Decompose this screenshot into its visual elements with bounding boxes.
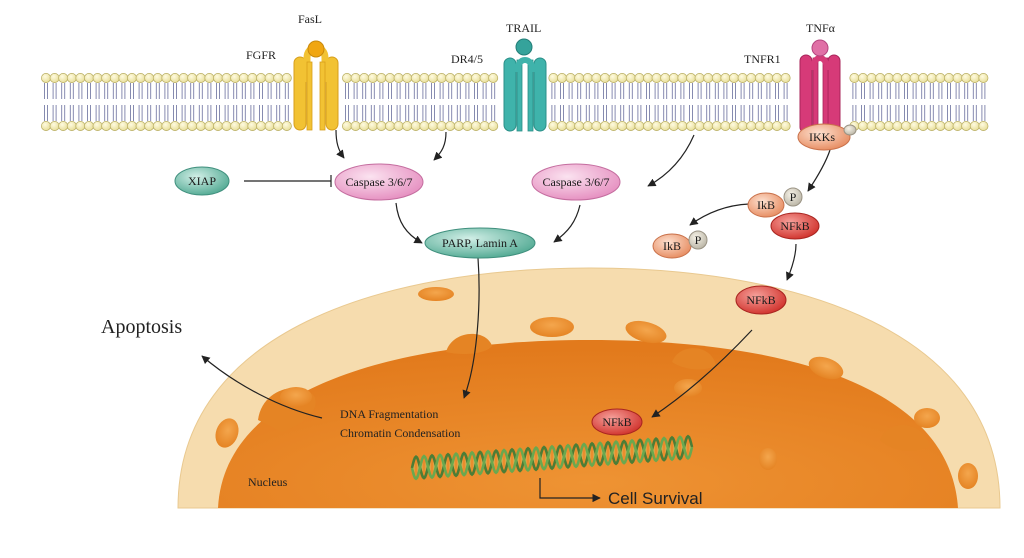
svg-text:NFkB: NFkB xyxy=(746,293,775,307)
nucleus-region xyxy=(177,267,1001,509)
ikb-nfkb-complex: IkB P NFkB xyxy=(747,187,820,240)
xiap-node: XIAP xyxy=(174,166,230,196)
dna-helix-icon xyxy=(410,434,694,481)
nucleus-label: Nucleus xyxy=(248,475,288,489)
cell-membrane xyxy=(41,73,989,131)
pathway-arrows xyxy=(201,129,831,503)
nfkb-cytoplasm-node: NFkB xyxy=(735,285,787,315)
caspase-right-node: Caspase 3/6/7 xyxy=(531,163,621,201)
trail-receptor xyxy=(503,38,547,132)
svg-text:P: P xyxy=(695,233,702,247)
nfkb-nucleus-node: NFkB xyxy=(591,408,643,436)
svg-text:IKKs: IKKs xyxy=(809,130,835,144)
svg-text:IkB: IkB xyxy=(663,239,681,253)
caspase-left-node: Caspase 3/6/7 xyxy=(334,163,424,201)
svg-text:Caspase 3/6/7: Caspase 3/6/7 xyxy=(346,175,413,189)
svg-text:NFkB: NFkB xyxy=(780,219,809,233)
apoptosis-label: Apoptosis xyxy=(101,316,182,338)
svg-text:PARP, Lamin A: PARP, Lamin A xyxy=(442,236,518,250)
xiap-inhibition-line xyxy=(244,175,332,187)
svg-text:NFkB: NFkB xyxy=(602,415,631,429)
free-ikb-node: IkB P xyxy=(652,230,708,259)
trail-label: TRAIL xyxy=(506,21,541,35)
chromatin-condensation-label: Chromatin Condensation xyxy=(340,426,460,440)
tnf-receptor xyxy=(799,39,841,134)
svg-text:XIAP: XIAP xyxy=(188,174,216,188)
dna-fragmentation-label: DNA Fragmentation xyxy=(340,407,438,421)
fas-receptor xyxy=(293,40,339,131)
fasl-label: FasL xyxy=(298,12,322,26)
cell-survival-label: Cell Survival xyxy=(608,489,702,508)
parp-lamin-node: PARP, Lamin A xyxy=(424,227,536,259)
tnfa-label: TNFα xyxy=(806,21,836,35)
svg-text:P: P xyxy=(790,190,797,204)
tnfr1-label: TNFR1 xyxy=(744,52,781,66)
ikks-node: IKKs xyxy=(797,123,857,151)
svg-text:Caspase 3/6/7: Caspase 3/6/7 xyxy=(543,175,610,189)
fgfr-label: FGFR xyxy=(246,48,276,62)
svg-text:IkB: IkB xyxy=(757,198,775,212)
dr45-label: DR4/5 xyxy=(451,52,483,66)
